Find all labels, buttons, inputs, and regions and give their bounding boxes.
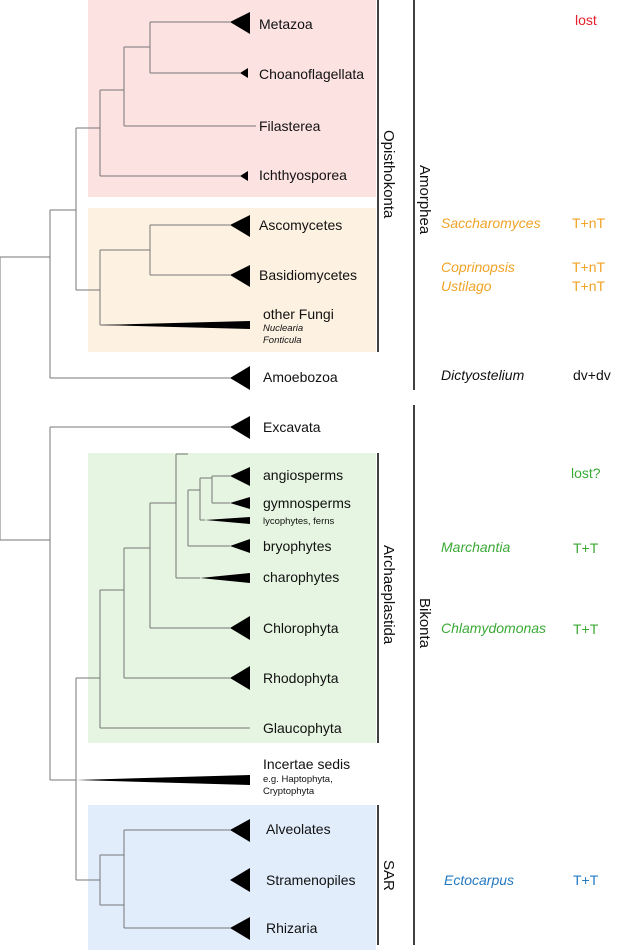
group-amorphea: Amorphea bbox=[416, 165, 433, 235]
taxon-charophytes: charophytes bbox=[263, 569, 340, 585]
taxon-other-fungi: other Fungi bbox=[263, 306, 334, 322]
chlorophyta-triangle bbox=[230, 616, 250, 640]
taxon-chlorophyta: Chlorophyta bbox=[263, 620, 339, 636]
taxon-alveolates: Alveolates bbox=[266, 821, 331, 837]
ascomycetes-triangle bbox=[230, 215, 250, 237]
charophytes-triangle bbox=[200, 573, 250, 583]
taxon-glaucophyta: Glaucophyta bbox=[263, 720, 342, 736]
status-coprinopsis: T+nT bbox=[572, 259, 606, 275]
taxon-choanoflagellata: Choanoflagellata bbox=[259, 66, 365, 82]
ichthyosporea-triangle bbox=[240, 171, 248, 181]
taxon-fonticula: Fonticula bbox=[263, 335, 302, 346]
incertae-triangle bbox=[76, 775, 250, 785]
taxon-stramenopiles: Stramenopiles bbox=[266, 872, 356, 888]
status-angiosperms: lost? bbox=[571, 465, 601, 481]
excavata-triangle bbox=[230, 416, 250, 439]
status-chlamydomonas: T+T bbox=[573, 621, 599, 637]
taxon-incertae-example-2: Cryptophyta bbox=[263, 786, 315, 797]
group-bikonta: Bikonta bbox=[416, 598, 433, 649]
stramenopiles-triangle bbox=[230, 868, 250, 892]
alveolates-triangle bbox=[230, 819, 250, 842]
organism-chlamydomonas: Chlamydomonas bbox=[441, 620, 547, 636]
status-marchantia: T+T bbox=[573, 540, 599, 556]
taxon-gymnosperms: gymnosperms bbox=[263, 495, 351, 511]
taxon-angiosperms: angiosperms bbox=[263, 467, 344, 483]
group-sar: SAR bbox=[380, 860, 397, 891]
taxon-filasterea: Filasterea bbox=[259, 118, 321, 134]
group-archaeplastida: Archaeplastida bbox=[380, 545, 397, 645]
gymnosperms-triangle bbox=[230, 497, 250, 509]
organism-coprinopsis: Coprinopsis bbox=[441, 259, 515, 275]
status-saccharomyces: T+nT bbox=[572, 215, 606, 231]
taxon-rhizaria: Rhizaria bbox=[266, 920, 318, 936]
status-ectocarpus: T+T bbox=[573, 872, 599, 888]
organism-marchantia: Marchantia bbox=[441, 539, 511, 555]
organism-saccharomyces: Saccharomyces bbox=[441, 215, 541, 231]
taxon-basidiomycetes: Basidiomycetes bbox=[259, 267, 358, 283]
status-metazoa: lost bbox=[575, 12, 597, 28]
taxon-metazoa: Metazoa bbox=[259, 16, 313, 32]
taxon-ichthyosporea: Ichthyosporea bbox=[259, 167, 347, 183]
organism-ustilago: Ustilago bbox=[441, 278, 492, 294]
taxon-rhodophyta: Rhodophyta bbox=[263, 670, 339, 686]
metazoa-box bbox=[88, 0, 376, 197]
rhodophyta-triangle bbox=[230, 666, 250, 690]
taxon-incertae-example-1: e.g. Haptophyta, bbox=[263, 774, 333, 785]
taxon-ascomycetes: Ascomycetes bbox=[259, 217, 343, 233]
group-opisthokonta: Opisthokonta bbox=[380, 130, 397, 219]
angiosperms-triangle bbox=[230, 467, 250, 486]
archaeplastida-box bbox=[88, 453, 376, 743]
taxon-bryophytes: bryophytes bbox=[263, 538, 332, 554]
taxon-incertae-sedis: Incertae sedis bbox=[263, 756, 351, 772]
amoebozoa-triangle bbox=[230, 366, 250, 390]
lycophytes-triangle bbox=[205, 517, 250, 524]
organism-dictyostelium: Dictyostelium bbox=[441, 367, 525, 383]
rhizaria-triangle bbox=[230, 917, 250, 940]
basidiomycetes-triangle bbox=[230, 265, 250, 287]
taxon-amoebozoa: Amoebozoa bbox=[263, 369, 338, 385]
choanoflagellata-triangle bbox=[240, 68, 248, 78]
other-fungi-triangle bbox=[100, 321, 250, 329]
taxon-nuclearia: Nuclearia bbox=[263, 323, 304, 334]
bryophytes-triangle bbox=[230, 539, 250, 553]
taxon-excavata: Excavata bbox=[263, 419, 321, 435]
organism-ectocarpus: Ectocarpus bbox=[444, 872, 515, 888]
status-ustilago: T+nT bbox=[572, 278, 606, 294]
taxon-lycophytes: lycophytes, ferns bbox=[263, 516, 335, 527]
status-dictyostelium: dv+dv bbox=[573, 367, 611, 383]
metazoa-triangle bbox=[230, 12, 250, 34]
